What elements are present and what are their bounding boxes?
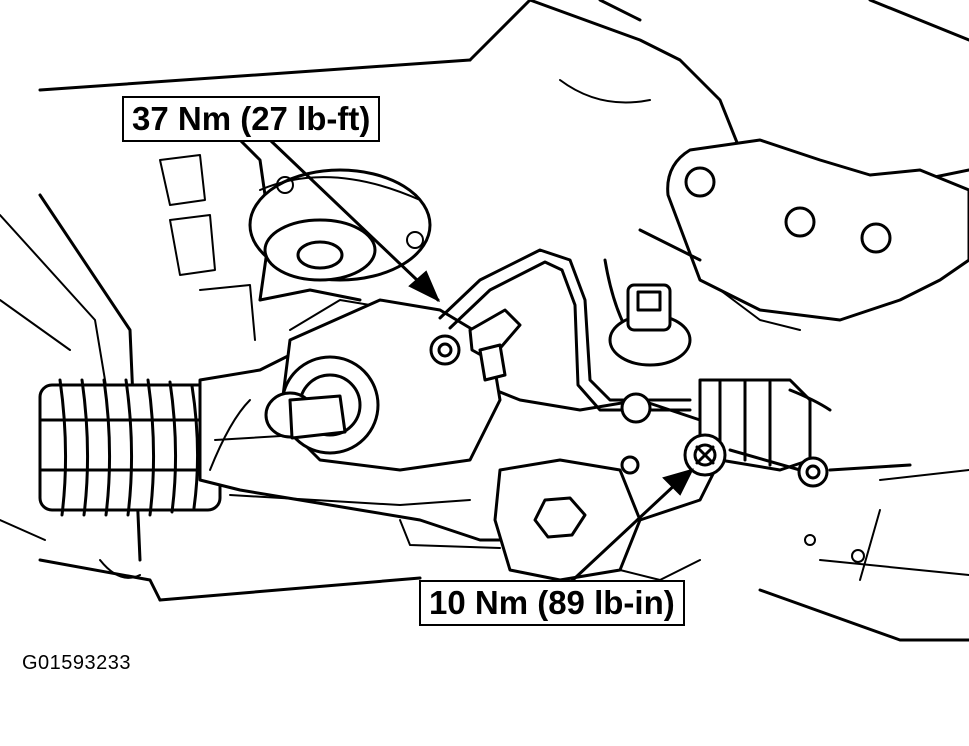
arrow-head-bottom [662, 468, 694, 496]
figure-id: G01593233 [22, 652, 132, 674]
upper-bracket [528, 0, 969, 331]
torque-callout-bottom: 10 Nm (89 lb-in) [419, 580, 685, 626]
arrow-head-top [408, 270, 440, 303]
chassis-outline [0, 0, 969, 642]
lower-mount [493, 455, 642, 582]
connector-bolt [683, 433, 727, 477]
pressure-switch [608, 283, 692, 424]
rack-boot [38, 378, 222, 517]
callout-leaders [268, 138, 694, 594]
electrical-connector [698, 378, 912, 488]
pulley [248, 168, 432, 282]
torque-callout-top: 37 Nm (27 lb-ft) [122, 96, 381, 142]
valve-body [264, 298, 502, 472]
